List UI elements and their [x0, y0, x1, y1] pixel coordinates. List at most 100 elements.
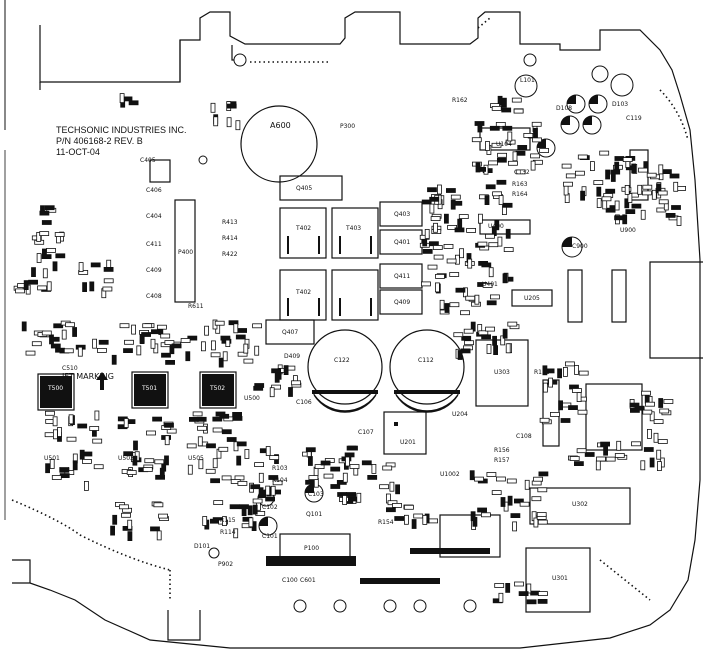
label-c408: C408: [146, 293, 162, 300]
label-c100: C100: [282, 577, 298, 584]
smd-footprint: [187, 464, 193, 475]
smd-footprint: [543, 382, 548, 393]
label-r162: R162: [452, 97, 468, 104]
smd-footprint: [192, 411, 203, 417]
label-c411: C411: [146, 241, 162, 248]
smd-footprint: [429, 203, 435, 214]
smd-footprint: [141, 332, 152, 337]
smd-footprint: [103, 266, 114, 272]
smd-footprint: [514, 498, 524, 504]
label-u303: U303: [494, 369, 510, 376]
smd-footprint: [603, 445, 608, 456]
smd-footprint: [161, 352, 171, 358]
smd-footprint: [42, 248, 47, 259]
label-u900: U900: [620, 227, 636, 234]
smd-footprint: [213, 500, 224, 506]
smd-footprint: [502, 125, 513, 131]
smd-footprint: [507, 321, 518, 327]
smd-footprint: [210, 352, 221, 358]
smd-footprint: [98, 339, 109, 345]
smd-footprint: [236, 441, 247, 447]
smd-footprint: [142, 467, 153, 472]
smd-footprint: [624, 184, 630, 195]
smd-footprint: [511, 97, 522, 103]
smd-footprint: [659, 408, 670, 414]
smd-footprint: [498, 195, 504, 205]
smd-footprint: [427, 187, 437, 193]
smd-footprint: [94, 410, 100, 421]
smd-footprint: [498, 592, 504, 603]
smd-footprint: [596, 456, 606, 462]
smd-footprint: [519, 501, 530, 507]
smd-footprint: [127, 531, 133, 541]
smd-footprint: [434, 282, 440, 293]
smd-footprint: [133, 440, 138, 451]
smd-footprint: [486, 472, 497, 477]
smd-footprint: [252, 323, 263, 329]
smd-footprint: [595, 460, 601, 471]
smd-footprint: [36, 253, 42, 263]
smd-footprint: [411, 519, 417, 529]
smd-footprint: [28, 279, 39, 285]
label-c119: C119: [626, 115, 642, 122]
smd-footprint: [596, 186, 602, 197]
smd-footprint: [197, 436, 203, 447]
smd-footprint: [605, 456, 616, 462]
smd-footprint: [221, 475, 232, 481]
smd-footprint: [185, 351, 191, 362]
label-r157: R157: [494, 457, 510, 464]
smd-footprint: [421, 199, 432, 205]
smd-footprint: [486, 344, 492, 354]
smd-footprint: [50, 343, 61, 349]
smd-footprint: [342, 472, 348, 483]
smd-footprint: [258, 472, 264, 483]
smd-footprint: [544, 368, 555, 374]
smd-footprint: [232, 415, 243, 421]
smd-footprint: [53, 323, 64, 329]
smd-footprint: [560, 418, 571, 423]
smd-footprint: [446, 258, 457, 264]
smd-footprint: [253, 385, 264, 391]
smd-footprint: [291, 380, 301, 386]
smd-footprint: [599, 150, 610, 156]
smd-footprint: [283, 365, 289, 376]
smd-footprint: [646, 172, 657, 178]
label-q101: Q101: [306, 511, 323, 518]
label-c107: C107: [358, 429, 374, 436]
smd-footprint: [45, 463, 50, 474]
smd-footprint: [486, 300, 497, 306]
smd-footprint: [205, 468, 216, 474]
smd-footprint: [210, 478, 221, 484]
smd-footprint: [123, 451, 134, 457]
smd-footprint: [506, 478, 517, 484]
smd-footprint: [518, 591, 529, 596]
label-u205: U205: [524, 295, 540, 302]
smd-footprint: [41, 220, 52, 225]
smd-footprint: [229, 504, 240, 510]
smd-footprint: [505, 583, 511, 593]
smd-footprint: [557, 368, 562, 379]
smd-footprint: [89, 426, 100, 431]
smd-footprint: [164, 435, 170, 446]
smd-footprint: [241, 506, 247, 517]
smd-footprint: [631, 163, 637, 174]
smd-footprint: [132, 455, 138, 466]
smd-footprint: [477, 507, 488, 513]
smd-footprint: [505, 228, 511, 239]
smd-footprint: [657, 190, 668, 196]
smd-footprint: [123, 348, 133, 354]
smd-footprint: [631, 441, 641, 447]
smd-footprint: [625, 209, 636, 215]
label-u503: U503: [118, 455, 134, 462]
label-c112: C112: [418, 357, 434, 364]
smd-footprint: [614, 453, 625, 458]
smd-footprint: [166, 428, 177, 434]
smd-footprint: [477, 213, 483, 224]
smd-footprint: [533, 476, 543, 482]
smd-footprint: [457, 350, 463, 360]
smd-footprint: [159, 467, 165, 478]
label-u501: U501: [44, 455, 60, 462]
smd-footprint: [645, 401, 655, 407]
smd-footprint: [66, 436, 77, 442]
smd-footprint: [488, 242, 499, 248]
